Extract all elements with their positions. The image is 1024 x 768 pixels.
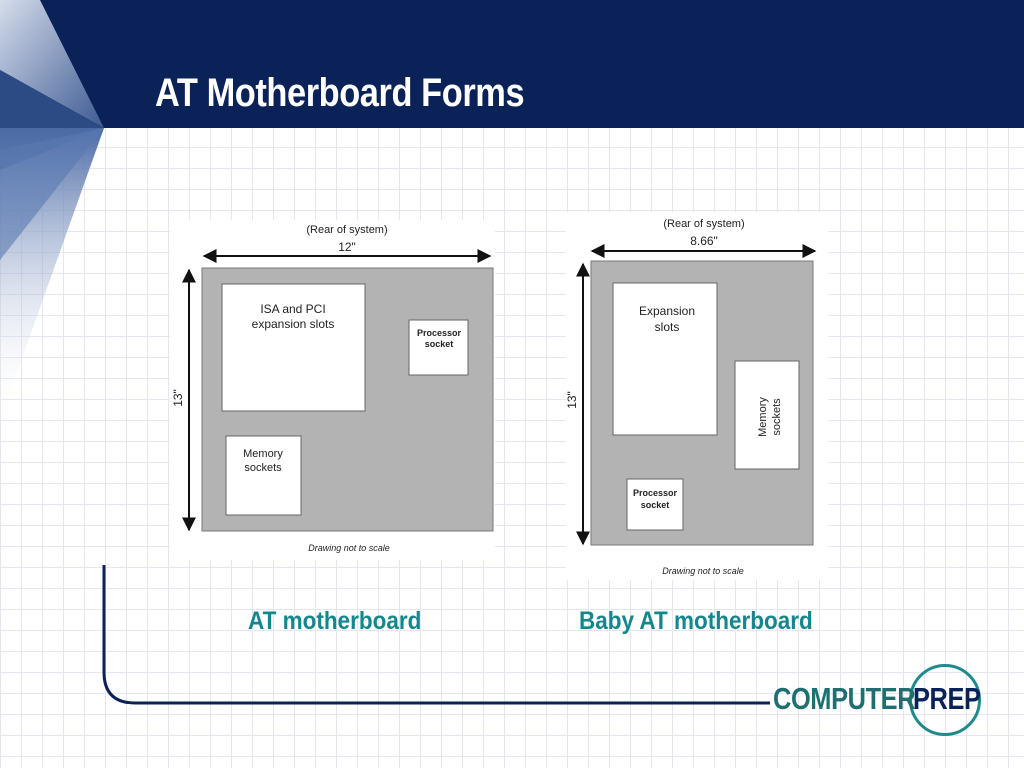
baby-processor-label-2: socket	[641, 500, 670, 510]
header-accent-graphic	[0, 0, 104, 420]
at-processor-label-2: socket	[425, 339, 454, 349]
at-motherboard-diagram: (Rear of system) 12" 13" ISA and PCI exp…	[170, 220, 495, 560]
baby-processor-label-1: Processor	[633, 488, 678, 498]
at-scale-note: Drawing not to scale	[308, 543, 390, 553]
baby-at-motherboard-caption: Baby AT motherboard	[579, 607, 813, 635]
baby-slots-label-1: Expansion	[639, 304, 695, 318]
at-slots-label-1: ISA and PCI	[260, 302, 325, 316]
at-width-label: 12"	[338, 240, 356, 254]
logo-word-computer: COMPUTER	[773, 681, 916, 716]
baby-at-motherboard-svg: (Rear of system) 8.66" 13" Expansion slo…	[565, 218, 817, 576]
at-processor-label-1: Processor	[417, 328, 462, 338]
at-expansion-slots-box	[221, 283, 366, 412]
baby-memory-label-2: sockets	[771, 398, 783, 436]
baby-scale-note: Drawing not to scale	[662, 566, 744, 576]
at-memory-label-1: Memory	[243, 448, 283, 460]
at-processor-socket-box	[408, 319, 469, 376]
baby-expansion-slots-box	[612, 282, 718, 436]
at-slots-label-2: expansion slots	[252, 317, 335, 331]
baby-slots-label-2: slots	[655, 320, 680, 334]
computerprep-logo: COMPUTER PREP	[773, 660, 993, 744]
baby-at-motherboard-diagram: (Rear of system) 8.66" 13" Expansion slo…	[565, 212, 828, 580]
at-memory-label-2: sockets	[244, 462, 282, 474]
at-memory-sockets-box	[225, 435, 302, 516]
logo-ring	[909, 664, 981, 736]
at-rear-label: (Rear of system)	[306, 224, 387, 236]
at-height-label: 13"	[171, 389, 185, 407]
baby-memory-label-1: Memory	[757, 397, 769, 437]
baby-processor-socket-box	[626, 478, 684, 531]
baby-width-label: 8.66"	[690, 234, 718, 248]
at-motherboard-svg: (Rear of system) 12" 13" ISA and PCI exp…	[171, 224, 494, 553]
header-band	[0, 0, 1024, 128]
logo-word-prep: PREP	[913, 681, 981, 716]
baby-height-label: 13"	[566, 391, 579, 409]
baby-rear-label: (Rear of system)	[663, 218, 744, 230]
at-motherboard-caption: AT motherboard	[248, 607, 422, 635]
slide-title: AT Motherboard Forms	[155, 71, 525, 115]
baby-memory-sockets-box	[734, 360, 800, 470]
